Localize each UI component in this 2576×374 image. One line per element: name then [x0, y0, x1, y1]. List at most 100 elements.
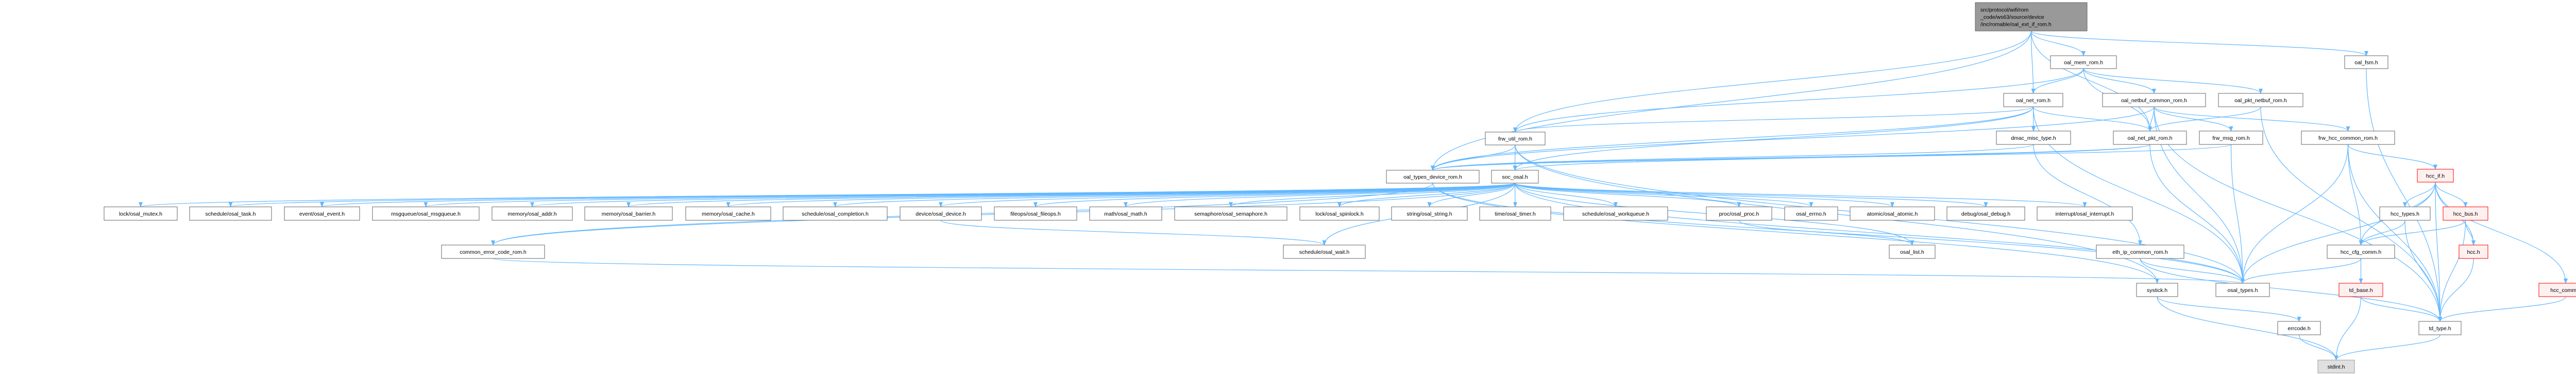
node-osal-list[interactable]: osal_list.h [1889, 245, 1936, 259]
node-oal-net-pkt-rom[interactable]: oal_net_pkt_rom.h [2113, 131, 2187, 145]
node-label: errcode.h [2287, 326, 2311, 332]
node-soc-osal[interactable]: soc_osal.h [1491, 170, 1539, 184]
node-oal-mem-rom[interactable]: oal_mem_rom.h [2050, 55, 2117, 69]
node-osal-semaphore[interactable]: semaphore/osal_semaphore.h [1174, 206, 1287, 221]
node-frw-hcc-common-rom[interactable]: frw_hcc_common_rom.h [2301, 131, 2395, 145]
node-box [2344, 55, 2388, 69]
node-osal-fileops[interactable]: fileops/osal_fileops.h [994, 206, 1077, 221]
edge-soc_osal-to-osal_cache [726, 183, 1516, 207]
edge-soc_osal-to-osal_workqueue [1514, 183, 1618, 207]
node-osal-wait[interactable]: schedule/osal_wait.h [1283, 245, 1366, 259]
node-box [1391, 206, 1468, 221]
node-box [2418, 321, 2462, 335]
node-osal-event[interactable]: event/osal_event.h [284, 206, 360, 221]
node-eth-ip-common-rom[interactable]: eth_ip_common_rom.h [2096, 245, 2184, 259]
node-frw-msg-rom[interactable]: frw_msg_rom.h [2199, 131, 2263, 145]
node-osal-cache[interactable]: memory/osal_cache.h [685, 206, 771, 221]
node-label: memory/osal_barrier.h [602, 211, 656, 217]
node-osal-atomic[interactable]: atomic/osal_atomic.h [1850, 206, 1935, 221]
node-box [2215, 283, 2270, 297]
edge-osal_proc-to-osal_list [1738, 220, 1914, 246]
node-osal-addr[interactable]: memory/osal_addr.h [492, 206, 573, 221]
edge-main-to-oal_net_pkt_rom [2030, 30, 2152, 132]
edge-oal_net_pkt_rom-to-osal_types [2149, 144, 2245, 284]
node-frw-util-rom[interactable]: frw_util_rom.h [1485, 132, 1546, 145]
edge-soc_osal-to-osal_fileops [1033, 183, 1516, 207]
node-box [1706, 206, 1772, 221]
edge-hcc_if-to-hcc_comm [2435, 182, 2568, 284]
node-hcc-cfg-comm[interactable]: hcc_cfg_comm.h [2327, 245, 2395, 259]
node-box [1485, 132, 1546, 145]
node-box [783, 206, 888, 221]
node-systick[interactable]: systick.h [2136, 283, 2178, 297]
edge-soc_osal-to-osal_device [939, 183, 1516, 207]
node-osal-proc[interactable]: proc/osal_proc.h [1706, 206, 1772, 221]
node-box [1889, 245, 1936, 259]
node-osal-completion[interactable]: schedule/osal_completion.h [783, 206, 888, 221]
node-oal-types-device-rom[interactable]: oal_types_device_rom.h [1386, 170, 1480, 184]
node-osal-errno[interactable]: osal_errno.h [1784, 206, 1838, 221]
node-osal-timer[interactable]: time/osal_timer.h [1479, 206, 1551, 221]
node-osal-debug[interactable]: debug/osal_debug.h [1946, 206, 2025, 221]
node-box [994, 206, 1077, 221]
node-osal-device[interactable]: device/osal_device.h [900, 206, 982, 221]
node-hcc[interactable]: hcc.h [2459, 245, 2488, 259]
node-hcc-if[interactable]: hcc_if.h [2417, 169, 2454, 183]
node-oal-fsm[interactable]: oal_fsm.h [2344, 55, 2388, 69]
node-osal-mutex[interactable]: lock/osal_mutex.h [104, 206, 178, 221]
node-hcc-types[interactable]: hcc_types.h [2379, 206, 2431, 221]
edge-hcc-to-td_type [2438, 258, 2474, 322]
edge-oal_pkt_netbuf_rom-to-td_type [2260, 106, 2442, 322]
edge-dmac_misc_type-to-eth_ip_common_rom [2033, 144, 2142, 246]
node-osal-workqueue[interactable]: schedule/osal_workqueue.h [1563, 206, 1668, 221]
node-hcc-bus[interactable]: hcc_bus.h [2443, 206, 2488, 221]
edge-oal_types_device_rom-to-systick [1432, 183, 2159, 284]
node-osal-math[interactable]: math/osal_math.h [1089, 206, 1162, 221]
edge-oal_mem_rom-to-oal_pkt_netbuf_rom [2083, 68, 2263, 94]
node-osal-msgqueue[interactable]: msgqueue/osal_msgqueue.h [372, 206, 480, 221]
edge-hcc_comm-to-td_type [2438, 296, 2566, 322]
node-box [2459, 245, 2488, 259]
node-label: memory/osal_addr.h [507, 211, 556, 217]
node-label: systick.h [2147, 287, 2167, 294]
edge-hcc_types-to-hcc_cfg_comm [2359, 220, 2405, 246]
node-oal-netbuf-common-rom[interactable]: oal_netbuf_common_rom.h [2102, 93, 2206, 107]
edge-oal_types_device_rom-to-osal_types [1432, 183, 2245, 284]
node-label: oal_net_rom.h [2016, 97, 2050, 104]
node-box [2317, 360, 2355, 373]
edge-oal_fsm-to-td_type [2366, 68, 2442, 322]
node-dmac-misc-type[interactable]: dmac_misc_type.h [1996, 131, 2071, 145]
edge-soc_osal-to-osal_mutex [139, 183, 1516, 207]
edge-oal_mem_rom-to-oal_net_rom [2031, 68, 2084, 94]
edge-soc_osal-to-osal_semaphore [1229, 183, 1516, 207]
node-osal-barrier[interactable]: memory/osal_barrier.h [584, 206, 673, 221]
node-osal-string[interactable]: string/osal_string.h [1391, 206, 1468, 221]
node-box [1563, 206, 1668, 221]
node-label: fileops/osal_fileops.h [1010, 211, 1061, 217]
edge-main-to-oal_mem_rom [2030, 30, 2086, 56]
node-oal-pkt-netbuf-rom[interactable]: oal_pkt_netbuf_rom.h [2218, 93, 2303, 107]
node-label: interrupt/osal_interrupt.h [2056, 211, 2114, 217]
node-box [2199, 131, 2263, 145]
node-osal-interrupt[interactable]: interrupt/osal_interrupt.h [2037, 206, 2133, 221]
node-osal-types[interactable]: osal_types.h [2215, 283, 2270, 297]
node-label: osal_list.h [1900, 249, 1924, 255]
node-stdint[interactable]: stdint.h [2317, 360, 2355, 373]
node-hcc-comm[interactable]: hcc_comm.h [2538, 283, 2576, 297]
edge-common_error_code_rom-to-osal_types [493, 258, 2244, 284]
node-box [584, 206, 673, 221]
node-box [2096, 245, 2184, 259]
node-oal-net-rom[interactable]: oal_net_rom.h [2003, 93, 2063, 107]
edge-td_base-to-td_type [2360, 296, 2442, 322]
node-main[interactable]: src/protocol/wifi/rom_code/ws63/source/d… [1975, 2, 2088, 31]
node-osal-task[interactable]: schedule/osal_task.h [189, 206, 272, 221]
node-box [2443, 206, 2488, 221]
node-osal-spinlock[interactable]: lock/osal_spinlock.h [1299, 206, 1380, 221]
node-box [2277, 321, 2321, 335]
node-box [1491, 170, 1539, 184]
node-td-base[interactable]: td_base.h [2338, 283, 2383, 297]
node-common-error-code-rom[interactable]: common_error_code_rom.h [441, 245, 545, 259]
edge-oal_netbuf_common_rom-to-frw_msg_rom [2154, 106, 2233, 132]
node-td-type[interactable]: td_type.h [2418, 321, 2462, 335]
node-errcode[interactable]: errcode.h [2277, 321, 2321, 335]
